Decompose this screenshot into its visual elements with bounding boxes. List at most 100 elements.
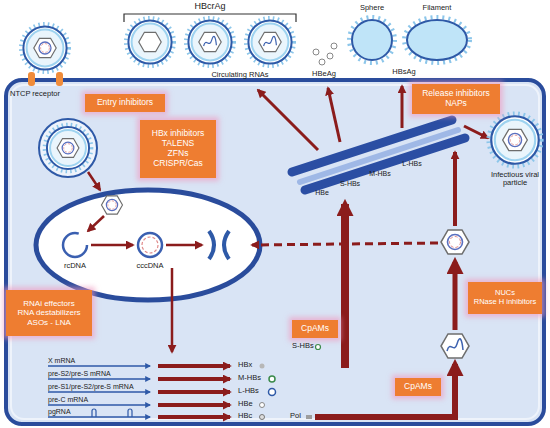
therapy-text: NAPs xyxy=(445,99,467,109)
release-arrow xyxy=(464,126,488,138)
virion-envelope xyxy=(21,24,69,72)
sphere-spikes xyxy=(349,17,395,63)
release-arrow xyxy=(258,90,318,150)
hbeag-dot xyxy=(313,49,319,55)
transcript-label: pre-S1/pre-S2/pre-S mRNA xyxy=(48,383,134,391)
transcript-label: pgRNA xyxy=(48,408,71,416)
uncoating-arrow xyxy=(88,172,100,190)
pgrna xyxy=(447,339,463,351)
therapy-text: TALENS xyxy=(162,139,194,149)
protein-label: S-HBs xyxy=(340,180,360,188)
recycling-arrow xyxy=(252,243,438,245)
particle-envelope xyxy=(246,18,294,66)
release-arrow xyxy=(401,86,404,128)
protein-label: S-HBs xyxy=(292,342,314,350)
therapy-text: CpAMs xyxy=(404,382,432,392)
capsid xyxy=(199,32,221,51)
hbe-protein xyxy=(260,403,265,408)
cccdna-circle xyxy=(138,233,162,257)
protein-label: L-HBs xyxy=(238,387,259,395)
encapsidation-arrow xyxy=(315,364,455,417)
er-lumen xyxy=(300,130,458,182)
mrna-line xyxy=(48,391,150,392)
transcript-label: X mRNA xyxy=(48,357,75,365)
ntcp-receptor xyxy=(56,72,63,86)
viral-dna xyxy=(106,199,117,210)
virion-envelope xyxy=(45,125,92,172)
protein-label: HBc xyxy=(238,412,252,420)
therapy-text: ZFNs xyxy=(168,149,189,159)
particle-envelope xyxy=(186,18,234,66)
translation-arrow xyxy=(158,364,230,368)
capsid xyxy=(102,196,123,214)
pol-protein xyxy=(306,415,312,419)
stem-loop xyxy=(92,409,132,417)
hbeag-dot xyxy=(331,43,337,49)
protein-label: Pol xyxy=(290,412,301,420)
protein-label: HBe xyxy=(315,189,329,197)
hbeag-dot xyxy=(327,53,333,59)
transcription-arrow xyxy=(171,268,174,352)
conversion-arrow xyxy=(91,244,133,247)
protein-label: M-HBs xyxy=(369,170,390,178)
therapy-box: Entry inhibitors xyxy=(85,94,165,112)
protein-transport-arrow xyxy=(341,204,349,368)
therapy-text: HBx inhibitors xyxy=(152,129,204,139)
protein-label: HBx xyxy=(238,361,252,369)
filament-particle xyxy=(407,20,467,60)
therapy-text: Entry inhibitors xyxy=(97,98,153,108)
transcript-label: pre-C mRNA xyxy=(48,396,88,404)
therapy-text: CpAMs xyxy=(301,324,329,334)
mature-capsid xyxy=(441,230,469,254)
translation-arrow xyxy=(158,403,230,407)
cccdna-inner xyxy=(142,237,158,253)
protein-label: M-HBs xyxy=(238,374,261,382)
therapy-box: NUCsRNase H inhibitors xyxy=(468,282,542,314)
reverse-transcription-arrow xyxy=(453,262,458,330)
import-arrow xyxy=(88,216,104,231)
therapy-text: Release inhibitors xyxy=(422,89,490,99)
filament-spikes xyxy=(404,17,470,63)
particle-envelope xyxy=(126,18,174,66)
capsid xyxy=(503,129,528,150)
rna-strand xyxy=(204,36,217,46)
therapy-box: CpAMs xyxy=(292,320,338,338)
pgrna-line xyxy=(48,416,150,417)
antigen-label: HBeAg xyxy=(312,70,336,78)
cell-membrane-inner xyxy=(11,85,539,419)
dna-label: cccDNA xyxy=(136,262,163,270)
viral-dna xyxy=(508,133,521,146)
antigen-label: HBsAg xyxy=(392,68,415,76)
chromatin-arrow xyxy=(166,244,202,247)
empty-capsid xyxy=(139,32,161,51)
s-hbs-protein xyxy=(316,345,321,350)
mrna-line xyxy=(48,365,150,366)
translation-arrow xyxy=(158,415,230,419)
capsid xyxy=(57,139,79,158)
envelopment-arrow xyxy=(453,152,457,226)
therapy-box: CpAMs xyxy=(395,378,441,396)
receptor-label: NTCP receptor xyxy=(10,90,60,98)
sphere-particle xyxy=(352,20,392,60)
hbc-protein xyxy=(260,415,265,420)
translation-arrow xyxy=(158,377,230,381)
hbx-protein xyxy=(260,364,265,369)
therapy-box: Release inhibitorsNAPs xyxy=(412,84,500,114)
rna-strand xyxy=(264,36,277,46)
m-hbs-protein xyxy=(269,376,275,382)
nucleus xyxy=(36,190,260,300)
therapy-text: NUCs xyxy=(495,289,515,298)
protein-label: HBe xyxy=(238,400,253,408)
er-membrane xyxy=(305,138,465,190)
therapy-text: CRISPR/Cas xyxy=(153,159,203,169)
mrna-line xyxy=(48,404,150,405)
antigen-label: HBcrAg xyxy=(194,2,225,12)
particle-label: Sphere xyxy=(360,4,384,12)
virion-envelope xyxy=(489,114,542,167)
rcdna-circle xyxy=(63,233,87,257)
hbeag-dot xyxy=(319,59,325,65)
